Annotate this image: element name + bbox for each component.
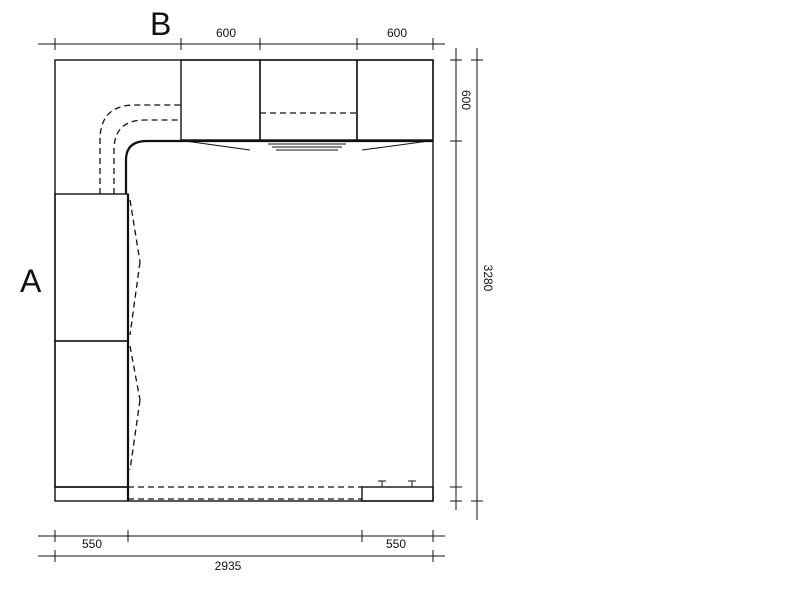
wall-b-cabinets: [124, 59, 434, 194]
bottom-worktop: [128, 480, 434, 502]
dim-right-cabinet-depth: 600: [459, 90, 473, 110]
bottom-dimension-lines: 550 550 2935: [38, 530, 445, 573]
dim-bottom-right: 550: [386, 537, 406, 551]
corner-worktop-dashed: [99, 104, 181, 194]
cabinet-b3: [356, 59, 434, 141]
dim-right-total: 3280: [481, 265, 495, 292]
cabinet-a2: [54, 340, 129, 488]
top-dimension-line: 600 600: [38, 26, 445, 50]
room-outline: [54, 59, 434, 502]
right-dimension-lines: 600 3280: [450, 48, 495, 520]
bottom-unit: [361, 486, 434, 502]
dim-top-left: 600: [216, 26, 236, 40]
cabinet-a1: [54, 193, 129, 342]
dim-bottom-total: 2935: [215, 559, 242, 573]
cabinet-b1: [180, 59, 261, 141]
wall-b-label: B: [150, 6, 171, 42]
dim-bottom-left: 550: [82, 537, 102, 551]
cabinet-b2: [259, 59, 358, 141]
wall-a-label: A: [20, 263, 42, 299]
dim-top-right: 600: [387, 26, 407, 40]
wall-a-cabinets: [54, 193, 141, 501]
